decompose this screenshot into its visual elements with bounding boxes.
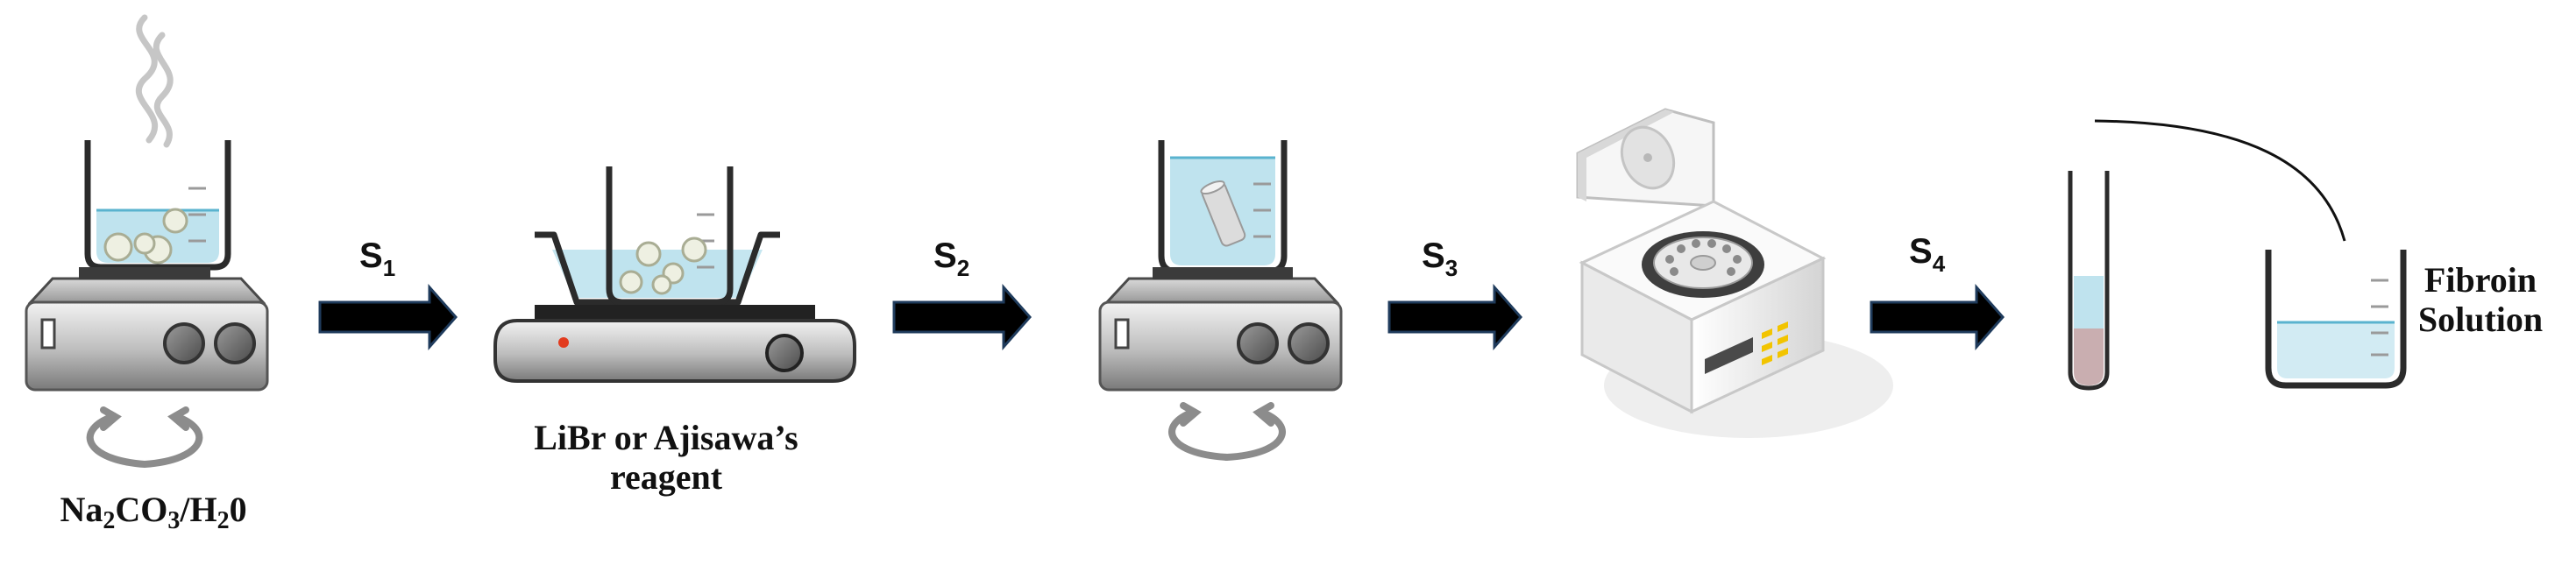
- step-label-s3: S3: [1422, 237, 1458, 281]
- transfer-curve: [2094, 119, 2346, 242]
- step-label-s2: S2: [933, 237, 970, 281]
- centrifuge-display: [1705, 321, 1788, 374]
- water-bath-icon: [493, 166, 856, 383]
- hot-plate-icon: [25, 267, 269, 392]
- label-dissolution-reagent: LiBr or Ajisawa’s reagent: [473, 418, 859, 498]
- stir-rotation-icon: [86, 406, 203, 469]
- arrow-s4: [1870, 284, 2005, 350]
- test-tube-icon: [2068, 171, 2110, 391]
- arrow-s2: [892, 284, 1033, 350]
- heat-steam-icon: [135, 14, 174, 148]
- fibroin-line-1: Fibroin: [2423, 260, 2537, 300]
- reagent-line-2: reagent: [609, 456, 723, 497]
- stir-rotation-icon: [1168, 402, 1286, 462]
- step-label-s1: S1: [359, 237, 396, 281]
- reagent-line-1: LiBr or Ajisawa’s: [534, 418, 798, 457]
- label-sodium-carbonate: Na2CO3/H20: [60, 490, 247, 534]
- silk-cocoons: [103, 208, 188, 265]
- hot-plate-icon: [1098, 267, 1343, 392]
- dialysis-cassette: [1200, 180, 1246, 247]
- beaker-icon: [606, 166, 734, 306]
- fibroin-line-2: Solution: [2417, 299, 2544, 339]
- centrifuge-icon: [1576, 108, 1893, 438]
- heating-beaker: [84, 140, 231, 271]
- beaker-icon: [2265, 250, 2407, 389]
- dialysis-beaker: [1158, 140, 1288, 275]
- step-label-s4: S4: [1909, 232, 1946, 277]
- label-fibroin-solution: Fibroin Solution: [2397, 260, 2564, 340]
- arrow-s1: [318, 284, 458, 350]
- arrow-s3: [1387, 284, 1523, 350]
